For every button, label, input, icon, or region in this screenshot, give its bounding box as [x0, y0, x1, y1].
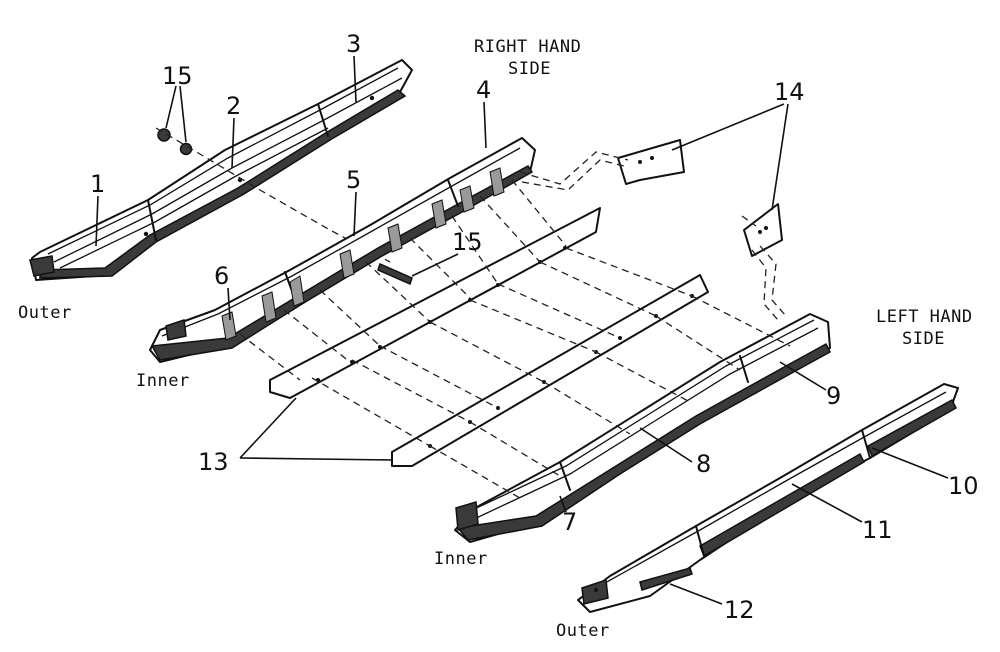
callout-11: 11 — [862, 516, 893, 544]
right-outer-sill-cover — [29, 59, 413, 281]
fixing-axis-line — [155, 127, 391, 263]
right-inner-sill-section — [149, 137, 536, 363]
callout-1: 1 — [90, 170, 105, 198]
screw-15 — [377, 262, 413, 286]
callout-3: 3 — [346, 30, 361, 58]
callout-10: 10 — [948, 472, 979, 500]
inner-caption-lower: Inner — [434, 549, 488, 569]
right-hand-side-heading-line1: RIGHT HAND — [474, 37, 581, 57]
callout-13: 13 — [198, 448, 229, 476]
callout-8: 8 — [696, 450, 711, 478]
left-inner-sill-section — [454, 313, 831, 543]
callout-6: 6 — [214, 262, 229, 290]
left-outer-sill-cover — [577, 383, 959, 613]
callout-12: 12 — [724, 596, 755, 624]
callout-2: 2 — [226, 92, 241, 120]
callout-15-nuts: 15 — [162, 62, 193, 90]
outer-caption-bottom: Outer — [556, 621, 610, 641]
right-hand-side-heading-line2: SIDE — [508, 59, 551, 79]
bracket-14-lower — [743, 203, 783, 257]
nuts-15 — [157, 128, 193, 156]
bracket-14-upper — [617, 139, 685, 185]
callout-4: 4 — [476, 76, 491, 104]
callout-5: 5 — [346, 166, 361, 194]
callout-leaders — [95, 55, 949, 605]
assembly-dashed-lines — [239, 151, 791, 499]
outer-caption-top: Outer — [18, 303, 72, 323]
callout-14: 14 — [774, 78, 805, 106]
callout-9: 9 — [826, 382, 841, 410]
left-hand-side-heading-line1: LEFT HAND — [876, 307, 973, 327]
inner-caption-upper: Inner — [136, 371, 190, 391]
callout-7: 7 — [562, 508, 577, 536]
callout-15-screw: 15 — [452, 228, 483, 256]
left-hand-side-heading-line2: SIDE — [902, 329, 945, 349]
